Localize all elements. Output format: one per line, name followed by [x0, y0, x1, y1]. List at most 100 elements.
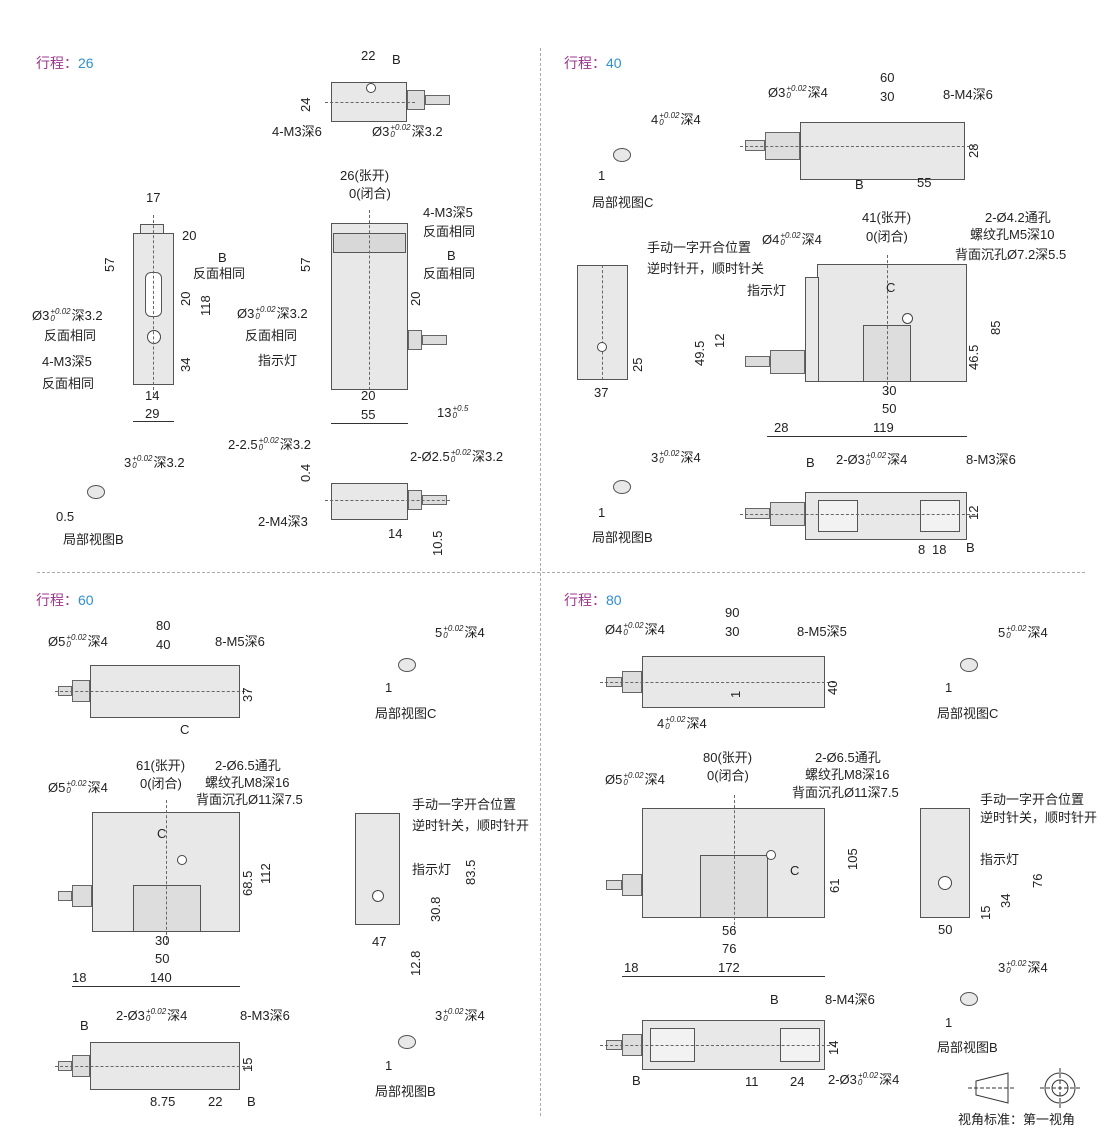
tol-lower: 0 [780, 238, 785, 247]
manual-adjust-screw [597, 342, 607, 352]
dim-85: 85 [988, 320, 1003, 335]
dim-1: 1 [598, 505, 606, 520]
hole-depth: 深4 [1027, 625, 1048, 640]
hole-size: 2-Ø3 [116, 1008, 145, 1023]
dim-40: 40 [156, 637, 171, 652]
dim-119: 119 [873, 420, 894, 435]
partial-view-hole [960, 658, 978, 672]
bottom-view-body [331, 483, 408, 520]
tol-upper: +0.02 [665, 715, 686, 724]
hole-size: Ø3 [768, 85, 786, 100]
through-hole-callout: 2-Ø4.2通孔 [985, 210, 1051, 225]
hole-c [902, 313, 913, 324]
tol-upper: +0.02 [66, 633, 87, 642]
tol-upper: +0.02 [443, 1007, 464, 1016]
dim-20: 20 [182, 228, 197, 243]
dim-1: 1 [385, 1058, 393, 1073]
dim-37: 37 [240, 687, 255, 702]
view-b-marker: B [218, 250, 227, 265]
centerline [325, 102, 415, 103]
stroke-header-26: 行程：26 [36, 53, 94, 73]
dim-12-8: 12.8 [408, 950, 423, 976]
centerline [166, 800, 167, 945]
cable [745, 356, 770, 367]
dim-34: 34 [178, 357, 193, 372]
dim-10-5: 10.5 [430, 530, 445, 556]
centerline [369, 210, 370, 390]
hole-size: Ø5 [605, 772, 623, 787]
centerline [153, 215, 154, 395]
partial-view-hole [398, 658, 416, 672]
hole-depth: 深3.2 [153, 455, 185, 470]
view-b-marker: B [80, 1018, 89, 1033]
partial-view-title: 局部视图B [937, 1040, 998, 1055]
tol-lower: 0 [258, 443, 264, 452]
hole-depth: 深4 [644, 772, 665, 787]
dim-14: 14 [826, 1040, 841, 1055]
dim-76: 76 [722, 941, 737, 956]
dim-18: 18 [624, 960, 639, 975]
hole-depth: 深3.2 [279, 437, 311, 452]
tol-lower: 0 [132, 461, 137, 470]
tol-upper: +0.02 [780, 231, 801, 240]
hole-depth: 深4 [879, 1072, 900, 1087]
partial-view-title: 局部视图B [375, 1084, 436, 1099]
closed-dimension: 0(闭合) [866, 229, 908, 244]
view-b-marker: B [966, 540, 975, 555]
note-reverse-same: 反面相同 [193, 266, 246, 281]
tol-upper: +0.02 [659, 449, 680, 458]
open-dimension: 26(张开) [340, 168, 390, 183]
note-reverse-same: 反面相同 [42, 376, 95, 391]
through-hole-callout: 2-Ø6.5通孔 [815, 750, 881, 765]
dim-112: 112 [258, 863, 273, 884]
tol-lower: 0 [1006, 966, 1011, 975]
dim-28: 28 [966, 143, 981, 158]
hole-size: Ø3 [372, 124, 390, 139]
tol-upper: +0.02 [786, 84, 807, 93]
thread-callout: 8-M4深6 [943, 87, 993, 102]
dim-30: 30 [882, 383, 897, 398]
rotation-direction-note: 逆时针关，顺时针开 [412, 818, 530, 833]
cable [422, 335, 447, 345]
cable [606, 880, 622, 890]
partial-view-hole [87, 485, 105, 499]
partial-view-title: 局部视图B [592, 530, 653, 545]
dim-50: 50 [882, 401, 897, 416]
jaw-plate [920, 500, 960, 532]
hole-depth: 深3.2 [71, 308, 103, 323]
hole-size: 3 [651, 450, 659, 465]
tol-upper: +0.02 [390, 123, 411, 132]
thread-callout: 4-M3深5 [423, 205, 473, 220]
view-c-marker: C [886, 280, 896, 295]
partial-view-hole [398, 1035, 416, 1049]
side-view-body [355, 813, 400, 925]
dim-1: 1 [598, 168, 606, 183]
partial-view-title: 局部视图C [375, 706, 437, 721]
centerline [602, 265, 603, 380]
rotation-direction-note: 逆时针开，顺时针关 [647, 261, 765, 276]
tol-lower: 0 [665, 722, 670, 731]
note-reverse-same: 反面相同 [245, 328, 298, 343]
thread-callout: 2-M4深3 [258, 514, 308, 529]
tol-lower: 0 [786, 91, 791, 100]
hole-depth: 深4 [87, 634, 108, 649]
manual-open-close-note: 手动一字开合位置 [980, 792, 1085, 807]
hole-depth: 深3.2 [276, 306, 308, 321]
manual-open-close-note: 手动一字开合位置 [647, 240, 752, 255]
stroke-header-80: 行程：80 [564, 590, 622, 610]
note-reverse-same: 反面相同 [423, 266, 476, 281]
dim-30: 30 [725, 624, 740, 639]
hole-depth: 深4 [167, 1008, 188, 1023]
dim-60: 60 [880, 70, 895, 85]
open-dimension: 41(张开) [862, 210, 912, 225]
cable-connector [622, 874, 642, 896]
dim-20-vertical: 20 [408, 291, 423, 306]
tol-lower: 0 [66, 640, 71, 649]
